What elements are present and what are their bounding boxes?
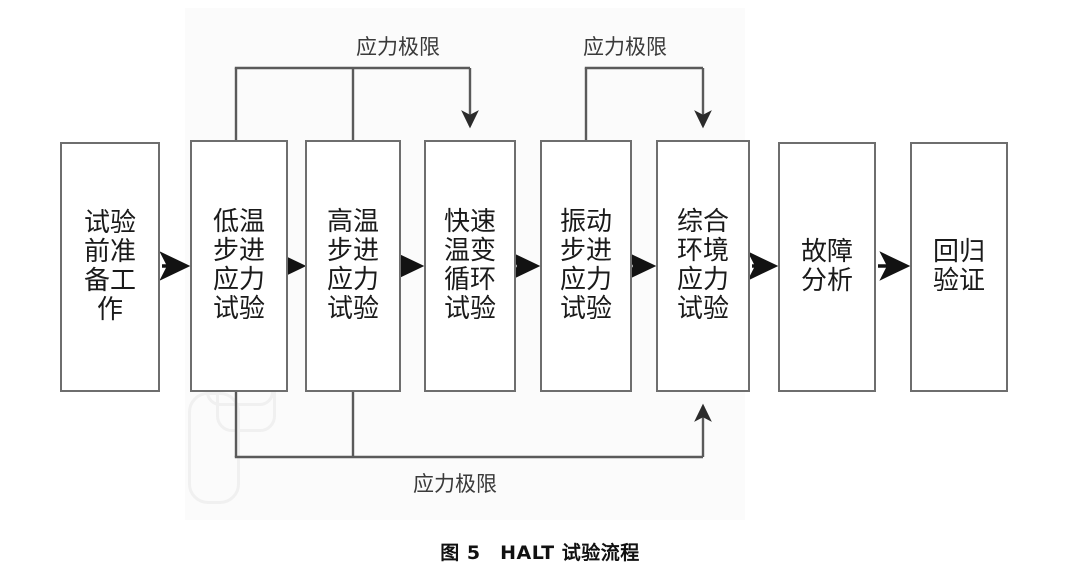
node-label: 综合 环境 应力 试验 bbox=[676, 206, 729, 325]
node-high-temp[interactable]: 高温 步进 应力 试验 bbox=[305, 140, 401, 392]
node-label: 低温 步进 应力 试验 bbox=[212, 206, 265, 325]
node-label: 试验 前准 备工 作 bbox=[83, 207, 136, 326]
node-prep[interactable]: 试验 前准 备工 作 bbox=[60, 142, 160, 392]
node-label: 振动 步进 应力 试验 bbox=[559, 206, 612, 325]
node-low-temp[interactable]: 低温 步进 应力 试验 bbox=[190, 140, 288, 392]
node-vibration[interactable]: 振动 步进 应力 试验 bbox=[540, 140, 632, 392]
node-fault-analysis[interactable]: 故障 分析 bbox=[778, 142, 876, 392]
watermark-shape bbox=[188, 392, 240, 504]
node-label: 回归 验证 bbox=[932, 236, 985, 296]
feedback-label-bottom: 应力极限 bbox=[413, 472, 497, 496]
feedback-label-top-right: 应力极限 bbox=[583, 35, 667, 59]
node-label: 故障 分析 bbox=[800, 236, 853, 296]
feedback-label-top-left: 应力极限 bbox=[356, 35, 440, 59]
node-temp-cycle[interactable]: 快速 温变 循环 试验 bbox=[424, 140, 516, 392]
node-combined[interactable]: 综合 环境 应力 试验 bbox=[656, 140, 750, 392]
node-label: 快速 温变 循环 试验 bbox=[443, 206, 496, 325]
node-regression[interactable]: 回归 验证 bbox=[910, 142, 1008, 392]
node-label: 高温 步进 应力 试验 bbox=[326, 206, 379, 325]
figure-caption: 图 5 HALT 试验流程 bbox=[440, 542, 640, 564]
